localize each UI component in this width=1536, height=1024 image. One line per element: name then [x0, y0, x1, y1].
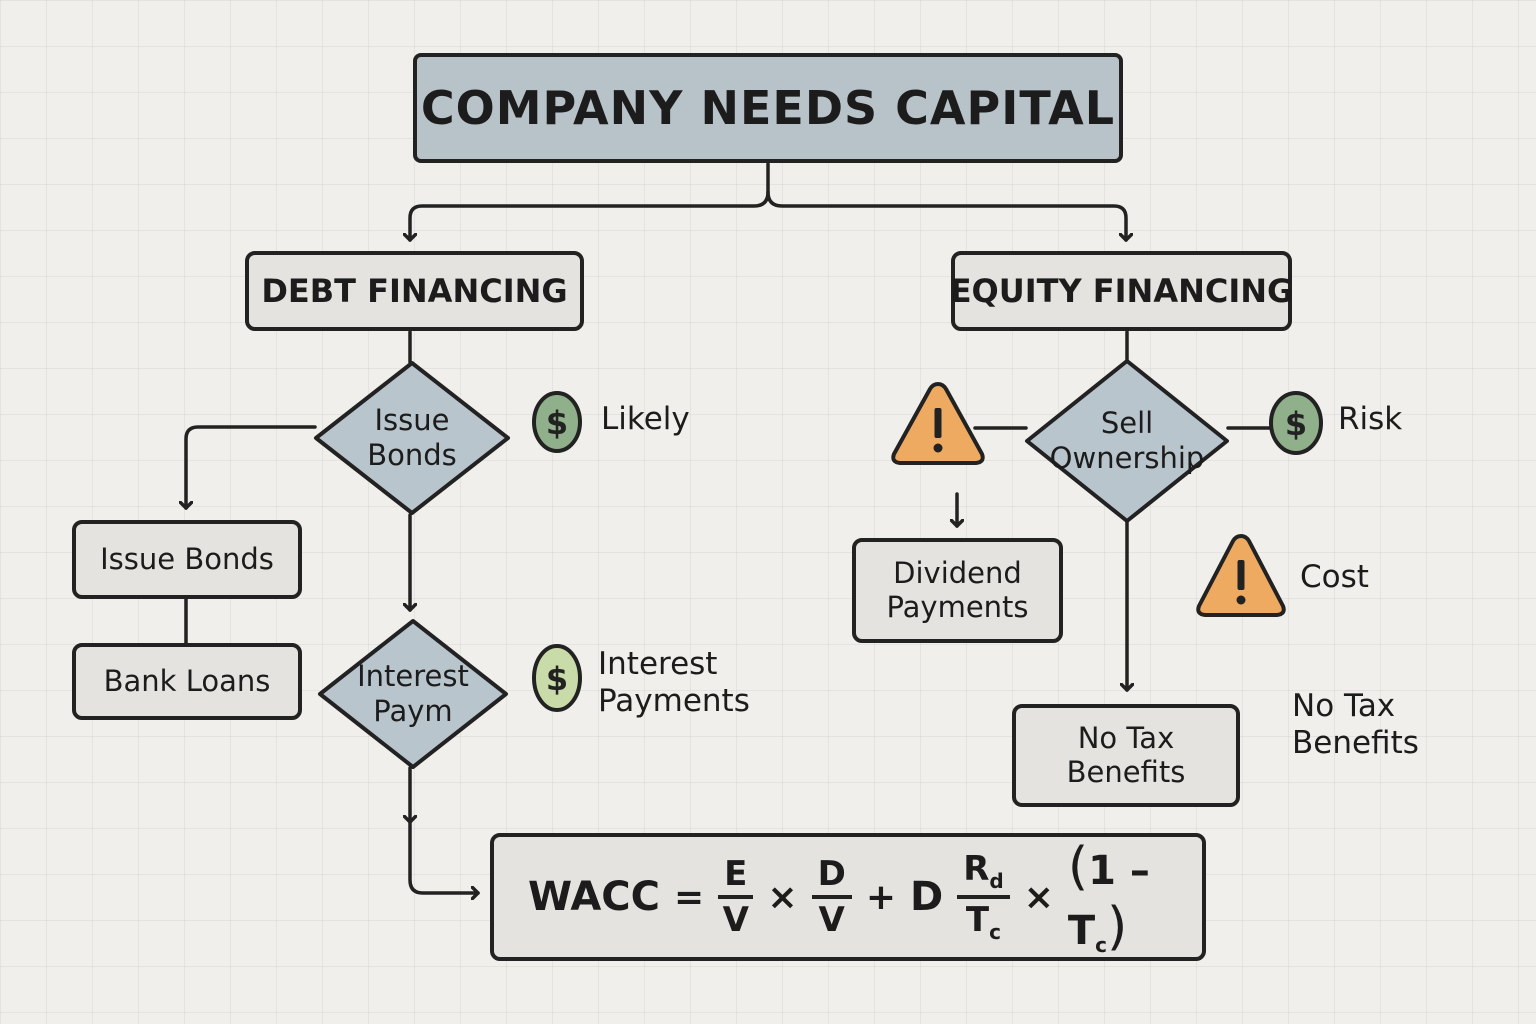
- cost-label: Cost: [1300, 559, 1369, 595]
- likely-label: Likely: [601, 401, 690, 437]
- times-sign: ×: [767, 876, 798, 918]
- bank-loans-box: Bank Loans: [72, 643, 302, 720]
- sell-ownership-line1: Sell: [1100, 406, 1154, 441]
- fraction-e-over-v: E V: [718, 857, 754, 940]
- issue-bonds-diamond: Issue Bonds: [313, 360, 511, 516]
- debt-symbol: D: [909, 874, 944, 920]
- wacc-formula-box: WACC = E V × D V + D Rd Tc × (1 – Tc): [490, 833, 1206, 961]
- interest-payments-label: Interest Payments: [598, 646, 750, 720]
- tax-term: (1 – Tc): [1068, 837, 1202, 957]
- warning-triangle-icon: [891, 382, 985, 465]
- fraction-d-denominator: V: [818, 900, 845, 940]
- interest-payments-label-line1: Interest: [598, 646, 718, 682]
- issue-bonds-box: Issue Bonds: [72, 520, 302, 599]
- interest-payments-diamond: Interest Paym: [317, 618, 509, 770]
- svg-text:$: $: [546, 404, 568, 442]
- fraction-d-over-v: D V: [811, 857, 852, 940]
- fraction-rd-numerator: Rd: [957, 852, 1010, 899]
- fraction-tc-denominator: Tc: [966, 899, 1001, 942]
- dollar-coin-icon: $: [1269, 391, 1323, 455]
- wacc-label: WACC: [528, 874, 660, 920]
- connector-formula-entry: [408, 820, 480, 893]
- no-tax-box-line1: No Tax: [1077, 721, 1175, 756]
- rd-symbol: R: [963, 849, 990, 889]
- tax-symbol: T: [1067, 908, 1096, 954]
- dividend-payments-line2: Payments: [886, 589, 1029, 624]
- no-tax-label-line2: Benefits: [1292, 725, 1419, 762]
- issue-bonds-box-label: Issue Bonds: [100, 541, 274, 576]
- dollar-coin-icon: $: [532, 644, 582, 712]
- debt-financing-box: DEBT FINANCING: [245, 251, 584, 331]
- dividend-payments-box: Dividend Payments: [852, 538, 1063, 643]
- equity-financing-label: EQUITY FINANCING: [949, 271, 1294, 310]
- warning-triangle-icon: [1196, 534, 1286, 617]
- issue-bonds-diamond-line2: Bonds: [367, 438, 457, 472]
- risk-label: Risk: [1338, 401, 1403, 437]
- fraction-e-numerator: E: [718, 857, 754, 899]
- one-minus: 1 –: [1088, 848, 1150, 894]
- issue-bonds-diamond-line1: Issue: [374, 403, 450, 438]
- connector-split-to-equity: [766, 190, 1126, 242]
- no-tax-box-line2: Benefits: [1066, 754, 1186, 789]
- sell-ownership-line2: Ownership: [1049, 441, 1205, 475]
- dollar-coin-icon: $: [532, 391, 582, 453]
- tax-subscript: c: [1095, 933, 1108, 957]
- title-box: COMPANY NEEDS CAPITAL: [413, 53, 1123, 163]
- fraction-d-numerator: D: [811, 857, 852, 899]
- plus-sign: +: [865, 876, 896, 918]
- tc-symbol: T: [965, 900, 990, 940]
- debt-financing-label: DEBT FINANCING: [261, 271, 568, 310]
- no-tax-benefits-box: No Tax Benefits: [1012, 704, 1240, 807]
- paren-open: (: [1067, 837, 1089, 897]
- times-sign: ×: [1023, 876, 1054, 918]
- connector-diamond-to-issue-bonds: [186, 425, 317, 510]
- interest-payments-label-line2: Payments: [598, 683, 750, 720]
- connector-title-to-split: [410, 162, 770, 242]
- tc-subscript: c: [989, 920, 1001, 944]
- rd-subscript: d: [989, 869, 1004, 893]
- fraction-e-denominator: V: [722, 900, 749, 940]
- equity-financing-box: EQUITY FINANCING: [949, 251, 1294, 331]
- no-tax-label-line1: No Tax: [1292, 688, 1396, 724]
- equals-sign: =: [674, 876, 705, 918]
- interest-diamond-line1: Interest: [357, 659, 469, 694]
- paren-close: ): [1107, 897, 1128, 957]
- sell-ownership-diamond: Sell Ownership: [1024, 358, 1230, 524]
- fraction-rd-over-tc: Rd Tc: [957, 852, 1010, 942]
- interest-diamond-line2: Paym: [373, 694, 453, 728]
- svg-text:$: $: [1285, 405, 1307, 443]
- bank-loans-box-label: Bank Loans: [103, 663, 271, 698]
- svg-text:$: $: [546, 660, 568, 698]
- no-tax-benefits-label: No Tax Benefits: [1292, 688, 1419, 762]
- title-text: COMPANY NEEDS CAPITAL: [420, 80, 1116, 135]
- dividend-payments-line1: Dividend: [893, 556, 1022, 591]
